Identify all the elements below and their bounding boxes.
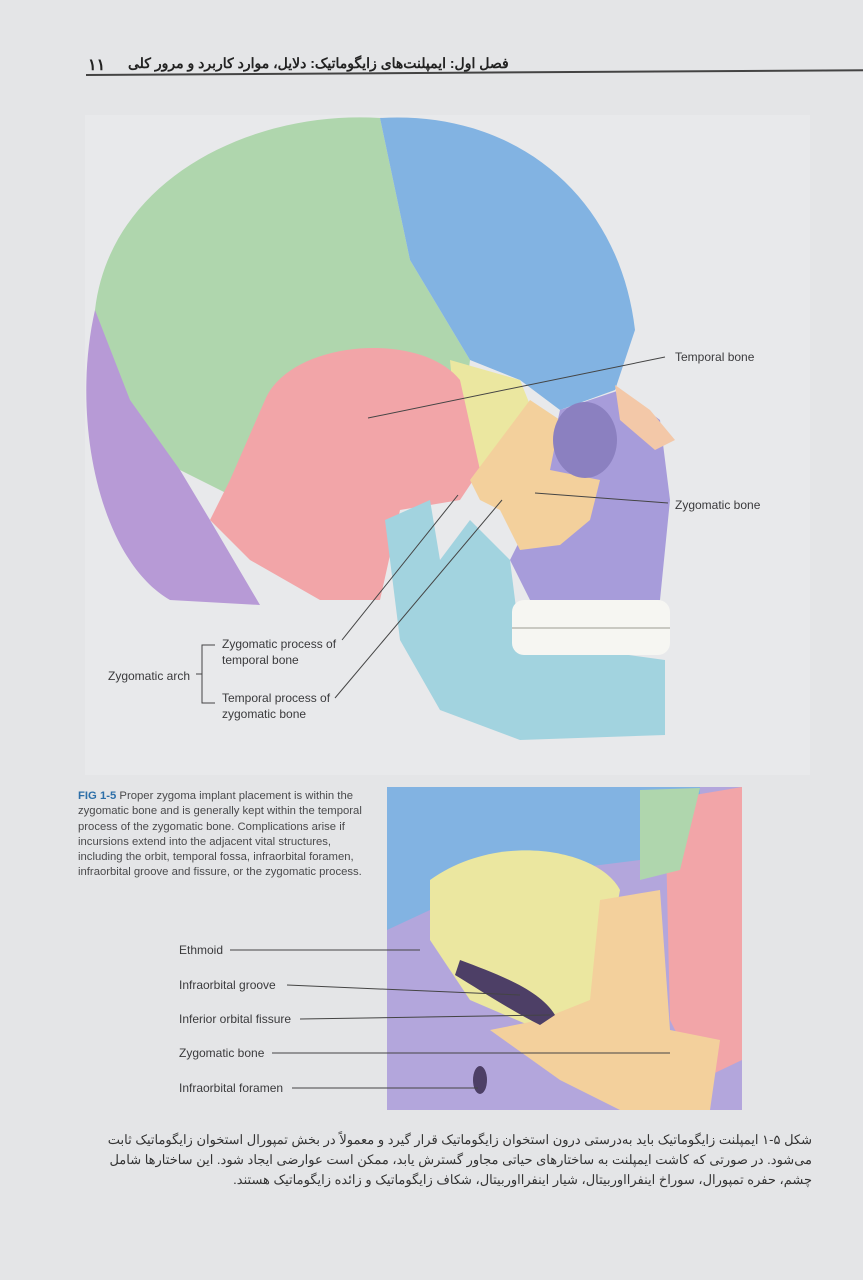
persian-caption: شکل ۵-۱ ایمپلنت زایگوماتیک باید به‌درستی… [60, 1130, 812, 1190]
label-zygomatic-bone-detail: Zygomatic bone [179, 1046, 265, 1060]
persian-caption-line: می‌شود. در صورتی که کاشت ایمپلنت به ساخت… [109, 1152, 812, 1167]
label-ethmoid: Ethmoid [179, 943, 224, 957]
page-number: ۱۱ [88, 57, 106, 74]
label-inferior-orbital-fissure: Inferior orbital fissure [179, 1012, 292, 1026]
skull-illustration [86, 117, 742, 1110]
chapter-title: فصل اول: ایمپلنت‌های زایگوماتیک: دلایل، … [128, 55, 509, 71]
label-infraorbital-groove: Infraorbital groove [179, 978, 276, 992]
persian-caption-line: شکل ۵-۱ ایمپلنت زایگوماتیک باید به‌درستی… [107, 1132, 812, 1147]
label-zygomatic-bone: Zygomatic bone [675, 498, 761, 512]
figure-caption: FIG 1-5 Proper zygoma implant placement … [78, 789, 363, 881]
label-zyg-process-2: temporal bone [222, 653, 299, 667]
page-header: ۱۱ فصل اول: ایمپلنت‌های زایگوماتیک: دلای… [88, 55, 848, 81]
label-infraorbital-foramen: Infraorbital foramen [179, 1081, 284, 1095]
label-temp-process-2: zygomatic bone [222, 707, 307, 721]
persian-caption-line: چشم، حفره تمپورال، سوراخ اینفرااوربیتال،… [233, 1172, 812, 1187]
figure-label: FIG 1-5 [78, 790, 117, 802]
label-temp-process-1: Temporal process of [222, 691, 331, 705]
caption-text: Proper zygoma implant placement is withi… [78, 790, 362, 879]
label-zyg-process-1: Zygomatic process of [222, 637, 337, 651]
label-zygomatic-arch: Zygomatic arch [108, 669, 191, 683]
label-temporal-bone: Temporal bone [675, 350, 755, 364]
